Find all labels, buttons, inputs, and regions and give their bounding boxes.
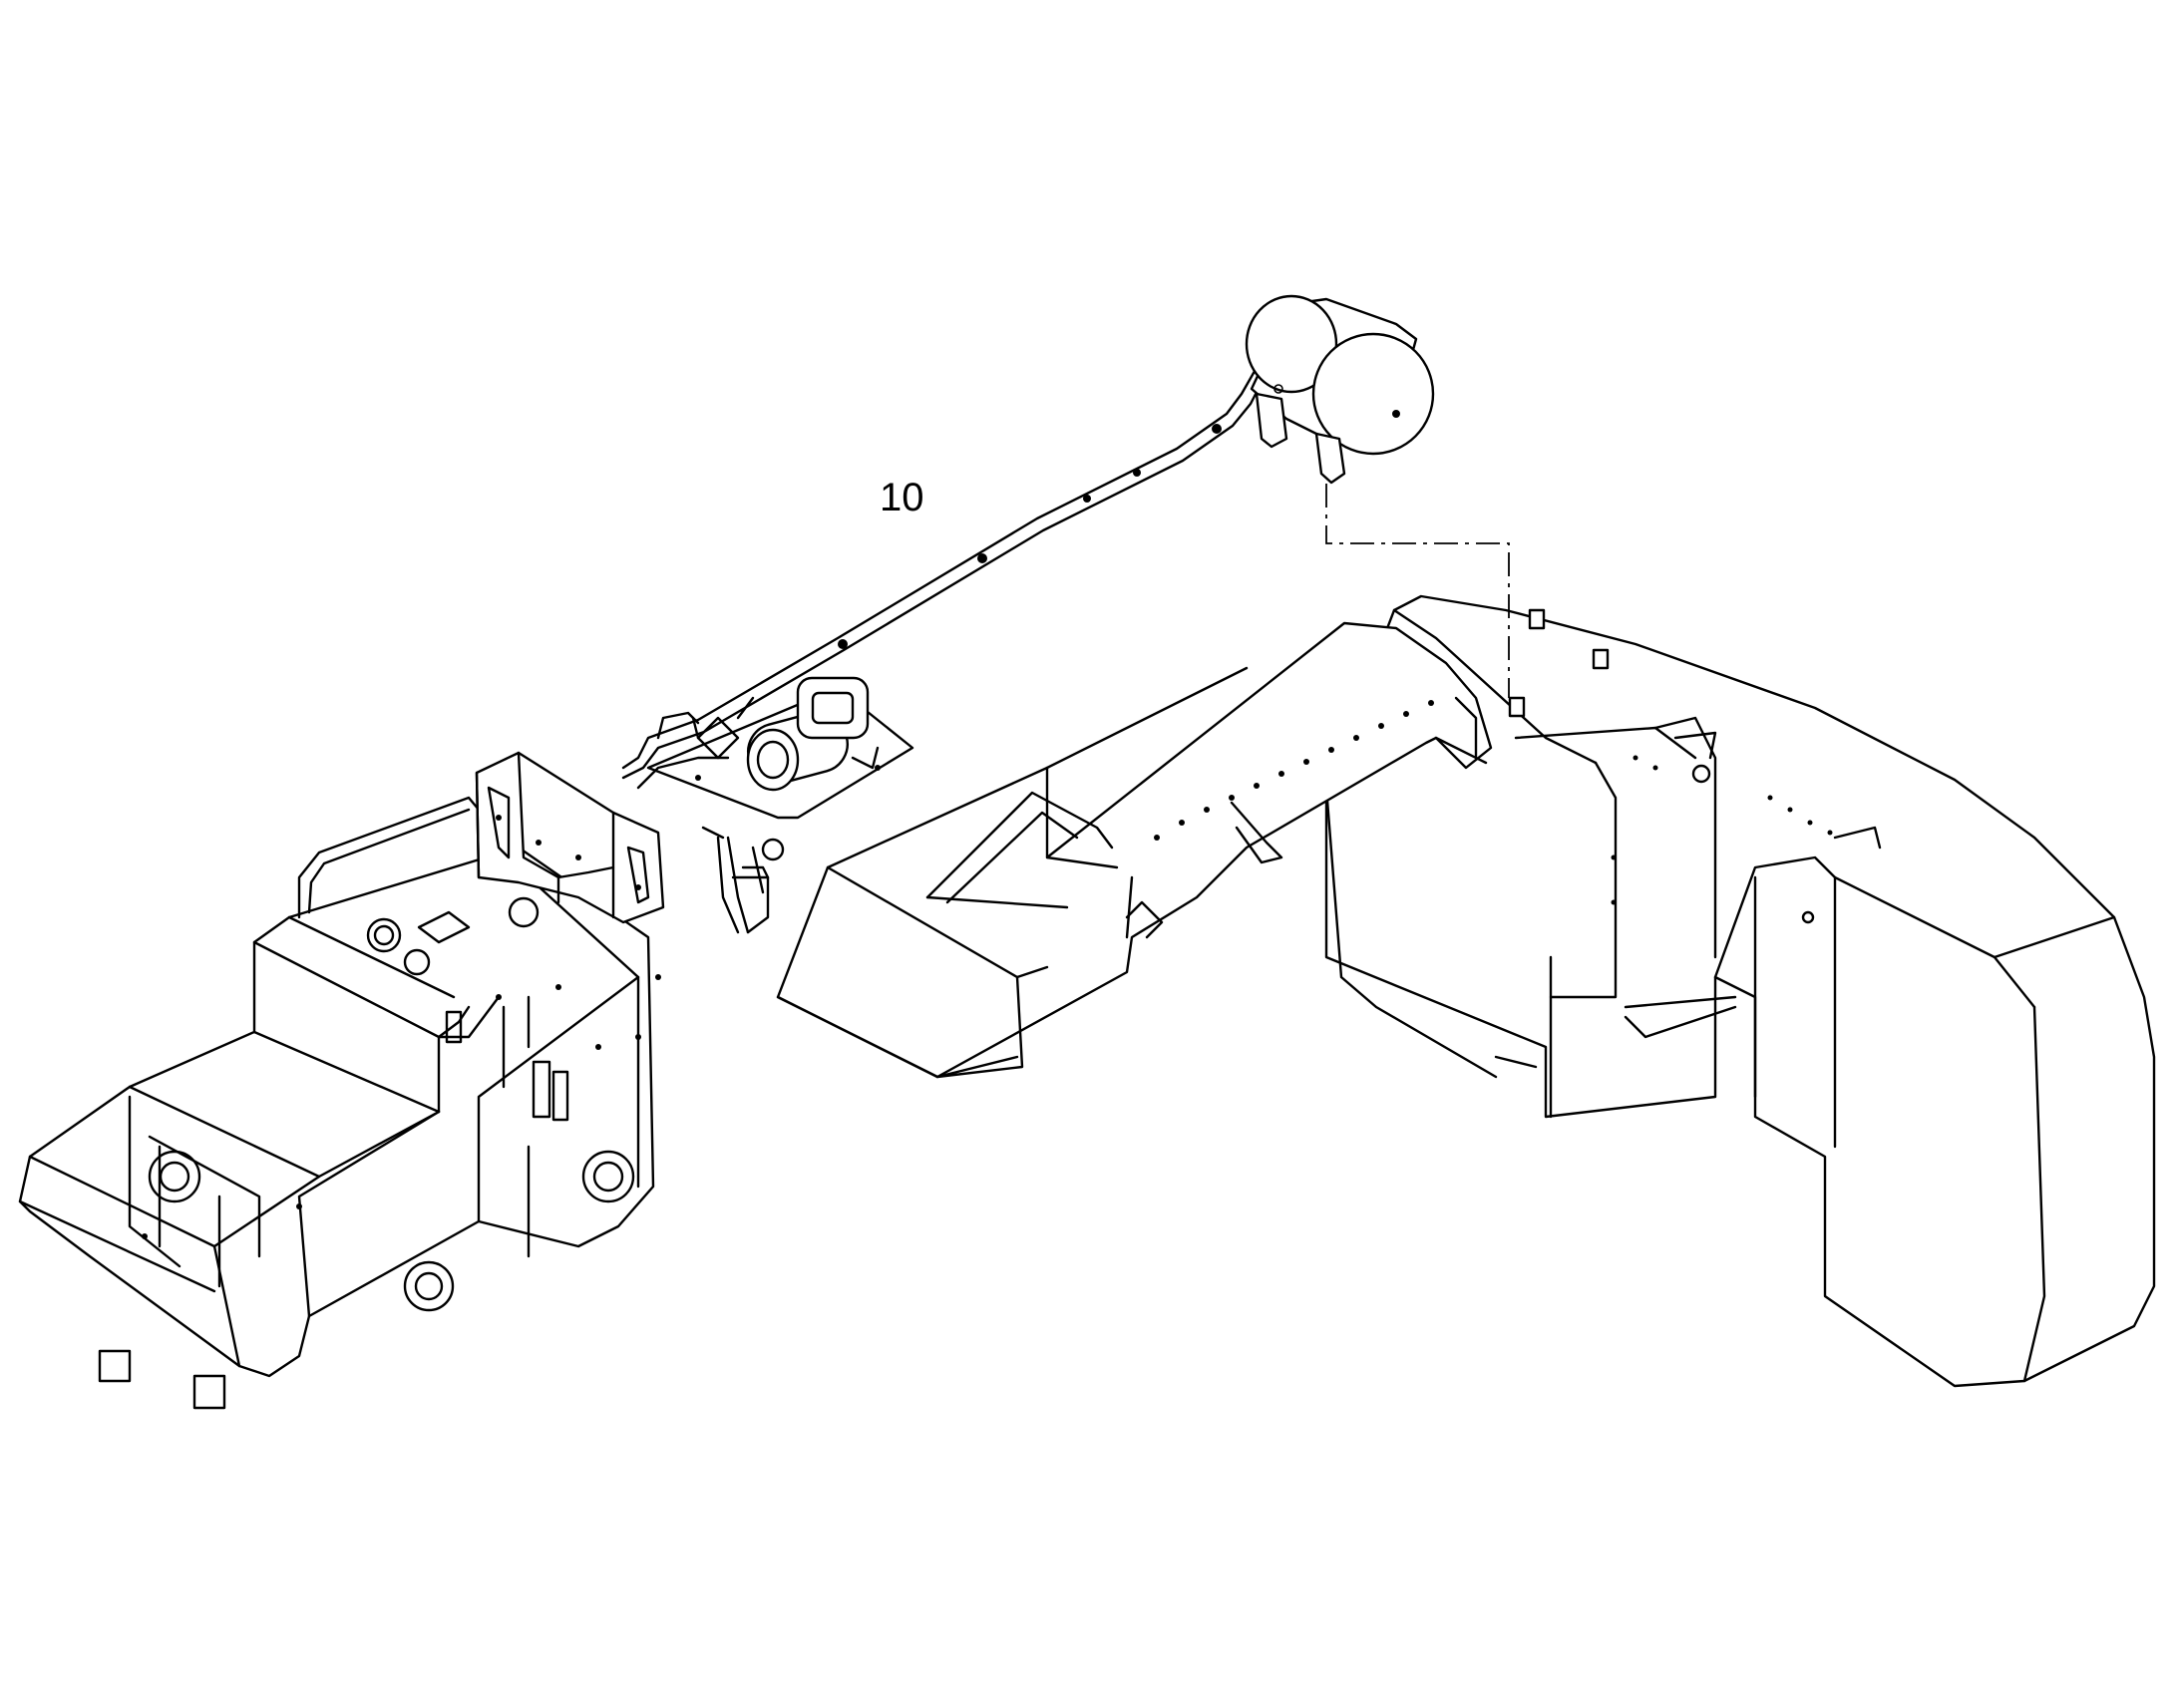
front-hood-assembly bbox=[18, 796, 661, 1410]
mounting-bracket bbox=[475, 751, 665, 924]
air-compressor-assembly bbox=[636, 676, 914, 820]
frame-fender-assembly bbox=[776, 621, 1493, 1079]
air-tank bbox=[1245, 294, 1435, 485]
callout-10: 10 bbox=[880, 476, 924, 519]
valve-assembly bbox=[701, 826, 785, 934]
air-line-hose bbox=[621, 357, 1271, 780]
rear-hood-assembly bbox=[1324, 594, 2156, 1388]
